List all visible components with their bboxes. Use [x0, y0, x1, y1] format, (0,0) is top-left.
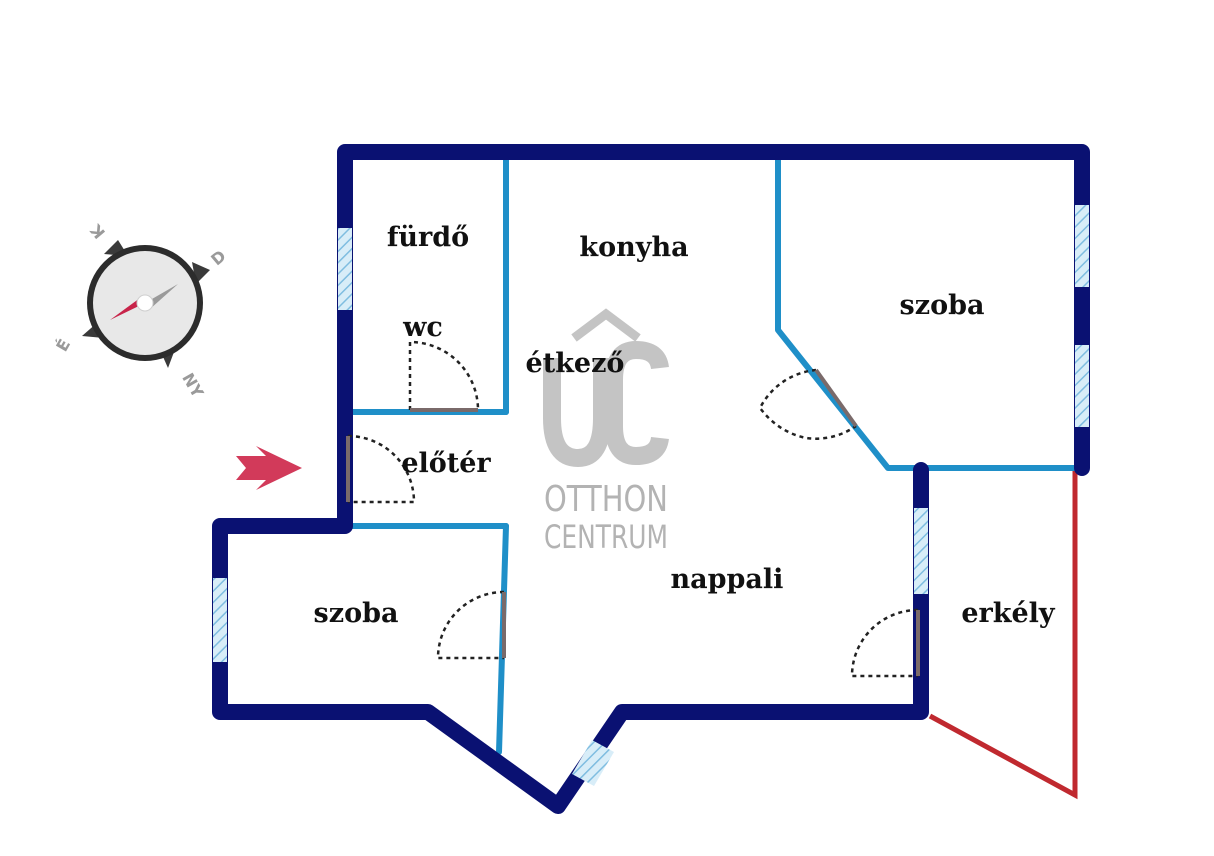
outer-walls	[212, 144, 1090, 814]
window-living-balcony	[914, 508, 928, 594]
door-wc-arc	[408, 340, 480, 411]
logo-letter-c	[605, 340, 669, 466]
compass: K D NY É	[52, 220, 229, 401]
doors	[347, 340, 919, 678]
otthon-centrum-logo: OTTHON CENTRUM	[543, 308, 669, 556]
room-label-wc: wc	[402, 312, 443, 343]
window-living-bay	[572, 740, 614, 786]
room-label-furdo: fürdő	[387, 222, 469, 253]
door-room-right-leaf	[814, 368, 858, 428]
window-room-right-2	[1075, 345, 1089, 427]
entrance-arrow-icon	[236, 446, 302, 490]
logo-line2: CENTRUM	[544, 518, 668, 556]
room-label-szoba-left: szoba	[314, 598, 399, 629]
compass-label-ny: NY	[178, 370, 207, 401]
room-label-etkezo: étkező	[526, 348, 625, 379]
compass-label-e: É	[52, 336, 74, 355]
window-bath	[338, 228, 352, 310]
room-label-eloter: előtér	[401, 448, 491, 479]
door-room-left-arc	[436, 590, 505, 660]
wall-room-right	[775, 149, 1085, 471]
logo-letter-o	[543, 358, 611, 468]
compass-hub	[136, 294, 154, 312]
compass-label-d: D	[207, 246, 229, 269]
door-leaves	[346, 368, 920, 676]
room-label-konyha: konyha	[579, 232, 688, 263]
room-label-erkely: erkély	[961, 598, 1056, 629]
windows	[213, 205, 1089, 786]
logo-line1: OTTHON	[544, 479, 668, 520]
room-label-szoba-right: szoba	[900, 290, 985, 321]
window-room-left	[213, 578, 227, 662]
balcony-railing	[928, 470, 1078, 800]
door-room-right-arc	[758, 368, 857, 440]
outer-wall-main	[212, 144, 1090, 814]
window-room-right-1	[1075, 205, 1089, 287]
door-balcony-arc	[850, 608, 919, 678]
room-label-nappali: nappali	[671, 564, 784, 595]
logo-chevron-icon	[571, 308, 641, 342]
compass-label-k: K	[86, 220, 109, 242]
compass-needle-north	[110, 298, 145, 320]
